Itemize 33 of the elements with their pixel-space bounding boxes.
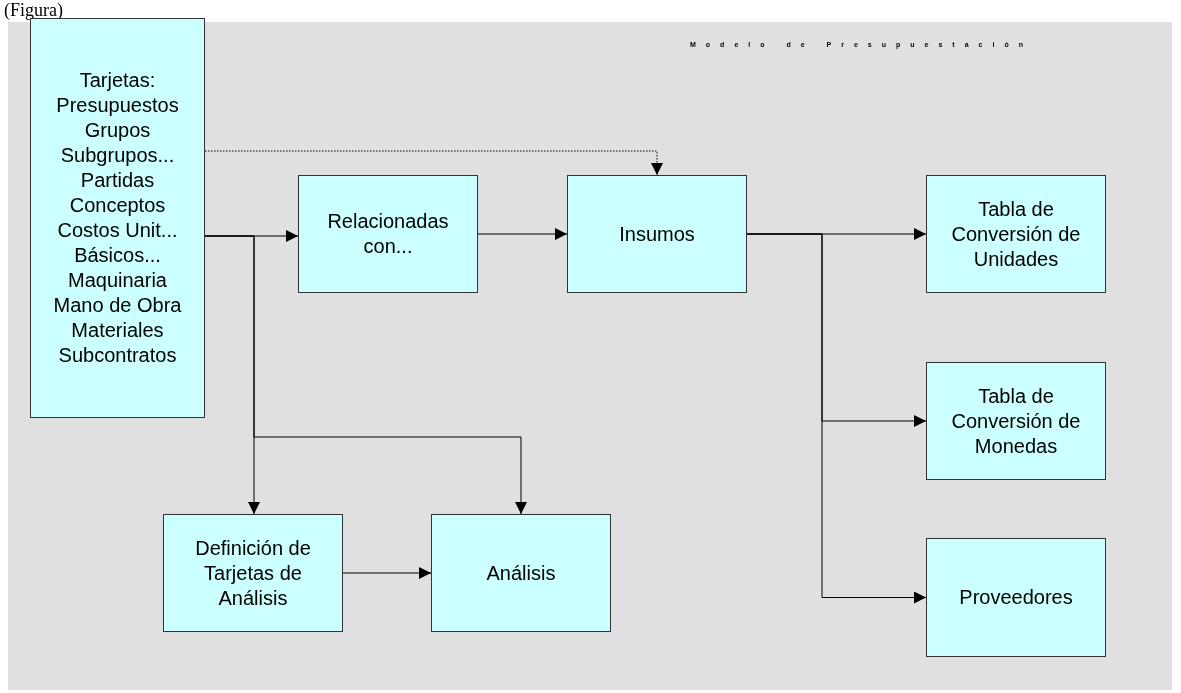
box-text: Subgrupos... [60,143,175,168]
box-text: Definición de Tarjetas de Análisis [194,535,312,611]
box-text: Mano de Obra [53,293,182,318]
box-text: Análisis [486,560,556,586]
arrow [746,233,927,604]
process-box [30,18,205,418]
box-text: Costos Unit... [57,218,178,243]
arrow [477,228,568,240]
box-text: Básicos... [74,243,161,268]
arrow [204,235,527,515]
box-text: Grupos [84,118,151,143]
box-text: Insumos [619,221,695,247]
process-box [567,175,747,293]
box-text: Subcontratos [58,343,177,368]
box-text: Conceptos [69,193,166,218]
box-text: Presupuestos [56,93,179,118]
process-box [431,514,611,632]
process-box [298,175,478,293]
box-text: Tarjetas: [79,68,156,93]
figure-label: (Figura) [4,0,63,20]
box-text: Relacionadas con... [326,209,450,259]
process-box [926,538,1106,657]
box-text: Materiales [71,318,164,343]
process-box [926,175,1106,293]
arrow [204,150,663,176]
box-text: Partidas [80,168,155,193]
box-text: Maquinaria [68,268,167,293]
box-text: Tabla de Conversión de Unidades [950,196,1082,272]
arrow [342,567,432,579]
process-box [926,362,1106,480]
box-text: Tabla de Conversión de Monedas [950,383,1082,459]
box-text: Proveedores [959,585,1073,610]
process-box [163,514,343,632]
